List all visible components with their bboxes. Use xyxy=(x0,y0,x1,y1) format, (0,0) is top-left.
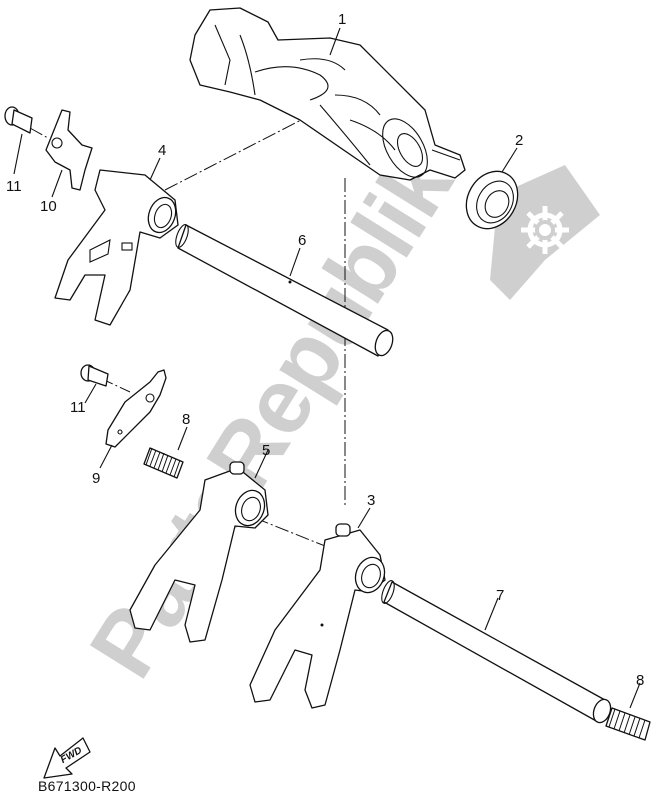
callout-1: 1 xyxy=(338,11,347,28)
callout-8-lower: 8 xyxy=(636,672,645,689)
callout-3: 3 xyxy=(367,492,376,509)
callout-4: 4 xyxy=(158,142,167,159)
shift-fork-upper xyxy=(54,169,179,326)
guide-bar-upper xyxy=(175,224,394,357)
callout-5: 5 xyxy=(262,442,271,459)
stopper-plate-upper xyxy=(45,109,93,191)
shift-fork-lower xyxy=(249,523,386,709)
shift-fork-middle xyxy=(129,461,269,643)
drawing-code: B671300-R200 xyxy=(38,778,136,794)
callout-9: 9 xyxy=(92,470,101,487)
bearing xyxy=(465,170,519,230)
spring-lower xyxy=(605,707,651,741)
callout-11-lower: 11 xyxy=(70,399,86,416)
spring-upper xyxy=(143,447,184,479)
callout-7: 7 xyxy=(496,587,505,604)
callout-leaders xyxy=(13,27,641,709)
callout-11-upper: 11 xyxy=(6,178,22,195)
fwd-arrow-icon xyxy=(43,737,91,779)
bolt-lower xyxy=(80,364,109,387)
callout-2: 2 xyxy=(515,132,524,149)
callout-8: 8 xyxy=(182,411,191,428)
stopper-plate-lower xyxy=(105,369,167,448)
callout-10: 10 xyxy=(40,198,57,215)
shift-drum xyxy=(189,7,466,181)
bolt-upper xyxy=(4,106,33,134)
callout-6: 6 xyxy=(298,232,307,249)
guide-bar-lower xyxy=(381,580,612,724)
